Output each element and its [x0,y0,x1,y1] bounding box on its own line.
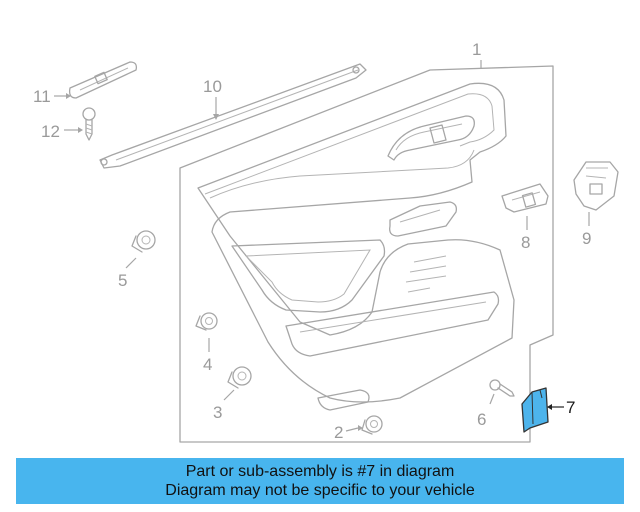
callout-3-leader [223,389,235,401]
callout-7-label: 7 [566,398,575,417]
callout-2-label: 2 [334,423,343,442]
callout-6-leader [489,393,495,405]
screw-part-12 [82,107,96,141]
callout-3-label: 3 [213,403,222,422]
push-clip-part-5 [131,230,156,253]
banner-line-2: Diagram may not be specific to your vehi… [165,482,475,499]
push-clip-part-4 [195,312,218,331]
belt-molding-part [99,63,367,169]
door-trim-panel-part [179,65,554,443]
highlighted-part-7 [521,387,549,433]
callout-8-label: 8 [521,233,530,252]
switch-bezel-part-8 [501,183,549,213]
push-clip-part-3 [227,366,252,389]
callout-5-leader [125,257,137,269]
callout-11-label: 11 [33,87,51,106]
callout-12-label: 12 [41,122,60,141]
callout-6-label: 6 [477,410,486,429]
push-clip-part-2 [361,415,383,435]
banner-line-1: Part or sub-assembly is #7 in diagram [185,463,455,480]
callout-9-label: 9 [582,229,591,248]
callout-4-label: 4 [203,355,212,374]
window-switch-part-9 [573,161,619,211]
callout-1-label: 1 [472,40,481,59]
trim-bracket-part [68,61,138,99]
callout-10-label: 10 [203,77,222,96]
callout-5-label: 5 [118,271,127,290]
screw-part-6 [489,379,515,397]
callout-2-leader [345,427,359,432]
info-banner: Part or sub-assembly is #7 in diagram Di… [16,458,624,504]
